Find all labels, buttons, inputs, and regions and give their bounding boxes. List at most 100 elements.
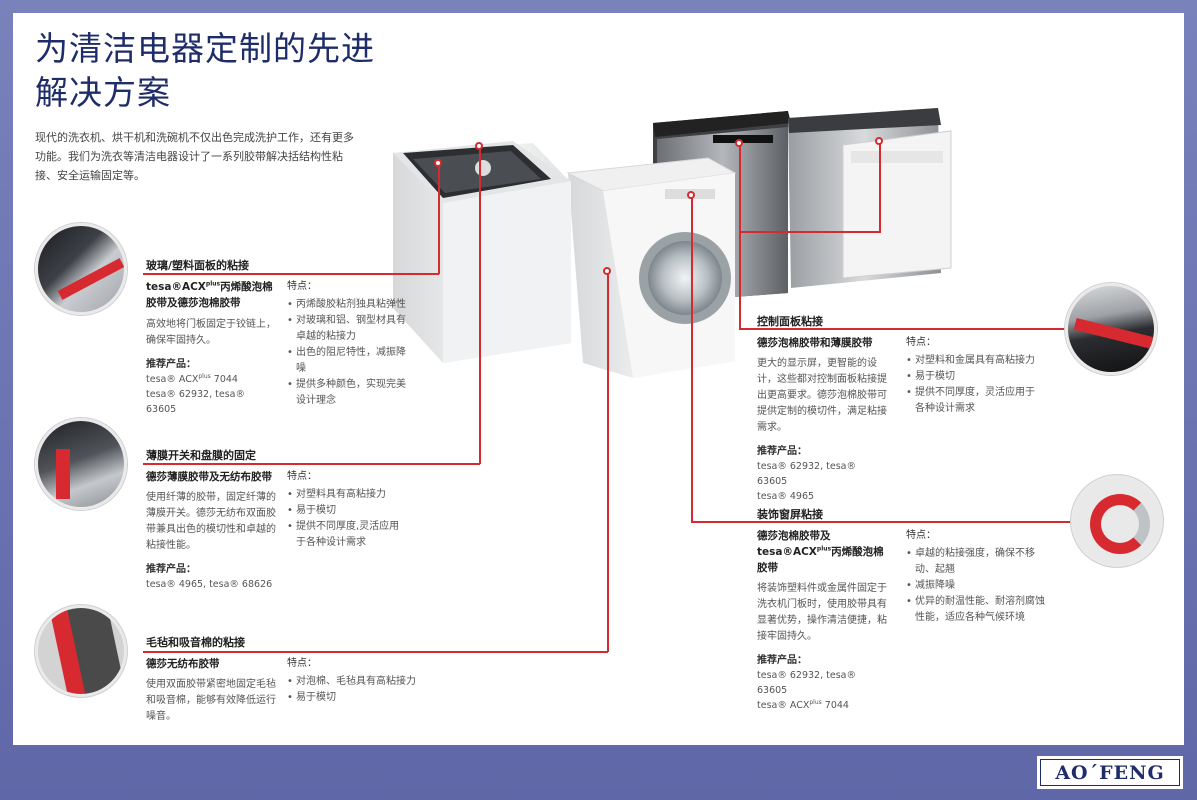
section-1-product-2: tesa® 62932, tesa® 63605	[146, 389, 245, 415]
section-5-feature: 优异的耐温性能、耐溶剂腐蚀性能，适应各种气候环境	[906, 594, 1046, 626]
section-2-product: tesa® 4965, tesa® 68626	[146, 579, 273, 590]
section-4-desc: 更大的显示屏，更智能的设计，这些都对控制面板粘接提出更高要求。德莎泡棉胶带可提供…	[757, 358, 887, 433]
section-4-feature: 对塑料和金属具有高粘接力	[906, 353, 1036, 369]
section-1-content: tesa®ACXplus丙烯酸泡棉胶带及德莎泡棉胶带 高效地将门板固定于铰链上，…	[146, 279, 276, 417]
s5-sub-a: 德莎泡棉胶带及tesa®ACX	[757, 530, 831, 558]
section-4-product-2: tesa® 4965	[757, 491, 815, 502]
panel-closeup-image	[35, 223, 127, 315]
section-2-subtitle: 德莎薄膜胶带及无纺布胶带	[146, 471, 272, 483]
front-load-washer-image	[566, 157, 737, 378]
leader-line-2v	[479, 146, 481, 464]
felt-closeup-image	[35, 605, 127, 697]
section-4-feature: 易于模切	[906, 369, 1036, 385]
section-5-desc: 将装饰塑料件或金属件固定于洗衣机门板时，使用胶带具有显著优势，操作清洁便捷，粘接…	[757, 583, 887, 642]
section-5-product-1: tesa® 62932, tesa® 63605	[757, 670, 856, 696]
leader-line-1v	[438, 163, 440, 274]
leader-line-3v	[607, 271, 609, 652]
section-3-features: 特点： 对泡棉、毛毡具有高粘接力 易于模切	[287, 656, 417, 706]
section-3-feature: 易于模切	[287, 690, 417, 706]
section-1-product-1: tesa® ACXplus 7044	[146, 372, 276, 387]
section-2-feature: 易于模切	[287, 503, 407, 519]
s1-p1-b: 7044	[210, 374, 238, 385]
callout-dot-5	[687, 191, 695, 199]
leader-line-3	[143, 651, 608, 653]
leader-line-5v	[691, 195, 693, 522]
section-5-features-label: 特点：	[906, 530, 936, 541]
callout-dot-1	[434, 159, 442, 167]
control-closeup-image	[1065, 283, 1157, 375]
s5-p2-sup: plus	[809, 698, 822, 706]
section-5-features: 特点： 卓越的粘接强度，确保不移动、起翘 减振降噪 优异的耐温性能、耐溶剂腐蚀性…	[906, 528, 1046, 626]
section-2-title: 薄膜开关和盘膜的固定	[146, 449, 256, 462]
brochure-page: 为清洁电器定制的先进 解决方案 现代的洗衣机、烘干机和洗碗机不仅出色完成洗护工作…	[13, 13, 1184, 745]
section-1-features: 特点： 丙烯酸胶粘剂独具粘弹性 对玻璃和铝、钢型材具有卓越的粘接力 出色的阻尼特…	[287, 279, 407, 409]
section-1-subtitle-sup: plus	[205, 280, 221, 288]
section-1-desc: 高效地将门板固定于铰链上，确保牢固持久。	[146, 319, 276, 346]
section-1-feature: 出色的阻尼特性，减振降噪	[287, 345, 407, 377]
section-2-features-label: 特点：	[287, 471, 317, 482]
section-1-subtitle: tesa®ACXplus丙烯酸泡棉胶带及德莎泡棉胶带	[146, 279, 276, 311]
section-4-content: 德莎泡棉胶带和薄膜胶带 更大的显示屏，更智能的设计，这些都对控制面板粘接提出更高…	[757, 335, 889, 504]
s1-p1-sup: plus	[198, 372, 211, 380]
section-1-subtitle-a: tesa®ACX	[146, 281, 206, 293]
section-3-content: 德莎无纺布胶带 使用双面胶带紧密地固定毛毡和吸音棉，能够有效降低运行噪音。	[146, 656, 276, 725]
callout-dot-2	[475, 142, 483, 150]
section-1-feature: 提供多种颜色，实现完美设计理念	[287, 377, 407, 409]
section-5-product-2: tesa® ACXplus 7044	[757, 698, 889, 713]
section-3-title: 毛毡和吸音棉的粘接	[146, 636, 245, 649]
intro-text: 现代的洗衣机、烘干机和洗碗机不仅出色完成洗护工作，还有更多功能。我们为洗衣等清洁…	[35, 131, 354, 182]
section-3-feature: 对泡棉、毛毡具有高粘接力	[287, 674, 417, 690]
title-line-2: 解决方案	[35, 73, 171, 112]
section-1-recommend-label: 推荐产品：	[146, 359, 196, 370]
top-load-washer-image	[393, 141, 571, 363]
section-2-desc: 使用纤薄的胶带，固定纤薄的薄膜开关。德莎无纺布双面胶带兼具出色的模切性和卓越的粘…	[146, 492, 276, 551]
membrane-closeup-image	[35, 418, 127, 510]
section-5-feature: 卓越的粘接强度，确保不移动、起翘	[906, 546, 1046, 578]
section-2-features: 特点： 对塑料具有高粘接力 易于模切 提供不同厚度,灵活应用于各种设计需求	[287, 469, 407, 551]
page-title: 为清洁电器定制的先进 解决方案	[35, 27, 435, 115]
section-2-feature: 对塑料具有高粘接力	[287, 487, 407, 503]
section-3-desc: 使用双面胶带紧密地固定毛毡和吸音棉，能够有效降低运行噪音。	[146, 679, 276, 722]
leader-line-6	[739, 231, 881, 233]
leader-line-4v	[739, 143, 741, 329]
section-4-recommend-label: 推荐产品：	[757, 446, 807, 457]
section-5-content: 德莎泡棉胶带及tesa®ACXplus丙烯酸泡棉胶带 将装饰塑料件或金属件固定于…	[757, 528, 889, 713]
section-4-features-label: 特点：	[906, 337, 936, 348]
section-1-feature: 对玻璃和铝、钢型材具有卓越的粘接力	[287, 313, 407, 345]
s5-sub-b: 丙烯酸泡棉胶带	[757, 546, 884, 574]
leader-line-2	[143, 463, 480, 465]
section-2-feature: 提供不同厚度,灵活应用于各种设计需求	[287, 519, 407, 551]
section-3-features-label: 特点：	[287, 658, 317, 669]
section-4-features: 特点： 对塑料和金属具有高粘接力 易于模切 提供不同厚度，灵活应用于各种设计需求	[906, 335, 1036, 417]
section-5-subtitle: 德莎泡棉胶带及tesa®ACXplus丙烯酸泡棉胶带	[757, 528, 889, 576]
leader-line-5	[691, 521, 1071, 523]
section-3-subtitle: 德莎无纺布胶带	[146, 658, 220, 670]
section-5-feature: 减振降噪	[906, 578, 1046, 594]
porthole-closeup-image	[1071, 475, 1163, 567]
dishwasher-open-image	[788, 108, 952, 288]
appliances-illustration	[393, 108, 952, 378]
section-5-title: 装饰窗屏粘接	[757, 508, 823, 521]
s5-p2-a: tesa® ACX	[757, 700, 810, 711]
s1-p1-a: tesa® ACX	[146, 374, 199, 385]
leader-line-1	[143, 273, 439, 275]
section-1-features-label: 特点：	[287, 281, 317, 292]
section-4-product-1: tesa® 62932, tesa® 63605	[757, 461, 856, 487]
section-4-subtitle: 德莎泡棉胶带和薄膜胶带	[757, 337, 873, 349]
callout-dot-4	[735, 139, 743, 147]
callout-dot-6	[875, 137, 883, 145]
section-2-content: 德莎薄膜胶带及无纺布胶带 使用纤薄的胶带，固定纤薄的薄膜开关。德莎无纺布双面胶带…	[146, 469, 276, 592]
aofeng-logo: AO´FENG	[1037, 756, 1183, 789]
leader-line-6v	[879, 141, 881, 232]
section-5-recommend-label: 推荐产品：	[757, 655, 807, 666]
section-4-feature: 提供不同厚度，灵活应用于各种设计需求	[906, 385, 1036, 417]
section-4-title: 控制面板粘接	[757, 315, 823, 328]
section-1-title: 玻璃/塑料面板的粘接	[146, 259, 250, 272]
section-1-feature: 丙烯酸胶粘剂独具粘弹性	[287, 297, 407, 313]
section-2-recommend-label: 推荐产品：	[146, 564, 196, 575]
section-1-subtitle-b: 丙烯酸泡棉胶带及德莎泡棉胶带	[146, 281, 273, 309]
s5-p2-b: 7044	[821, 700, 849, 711]
callout-dot-3	[603, 267, 611, 275]
leader-line-4	[739, 328, 1065, 330]
title-line-1: 为清洁电器定制的先进	[35, 29, 375, 68]
